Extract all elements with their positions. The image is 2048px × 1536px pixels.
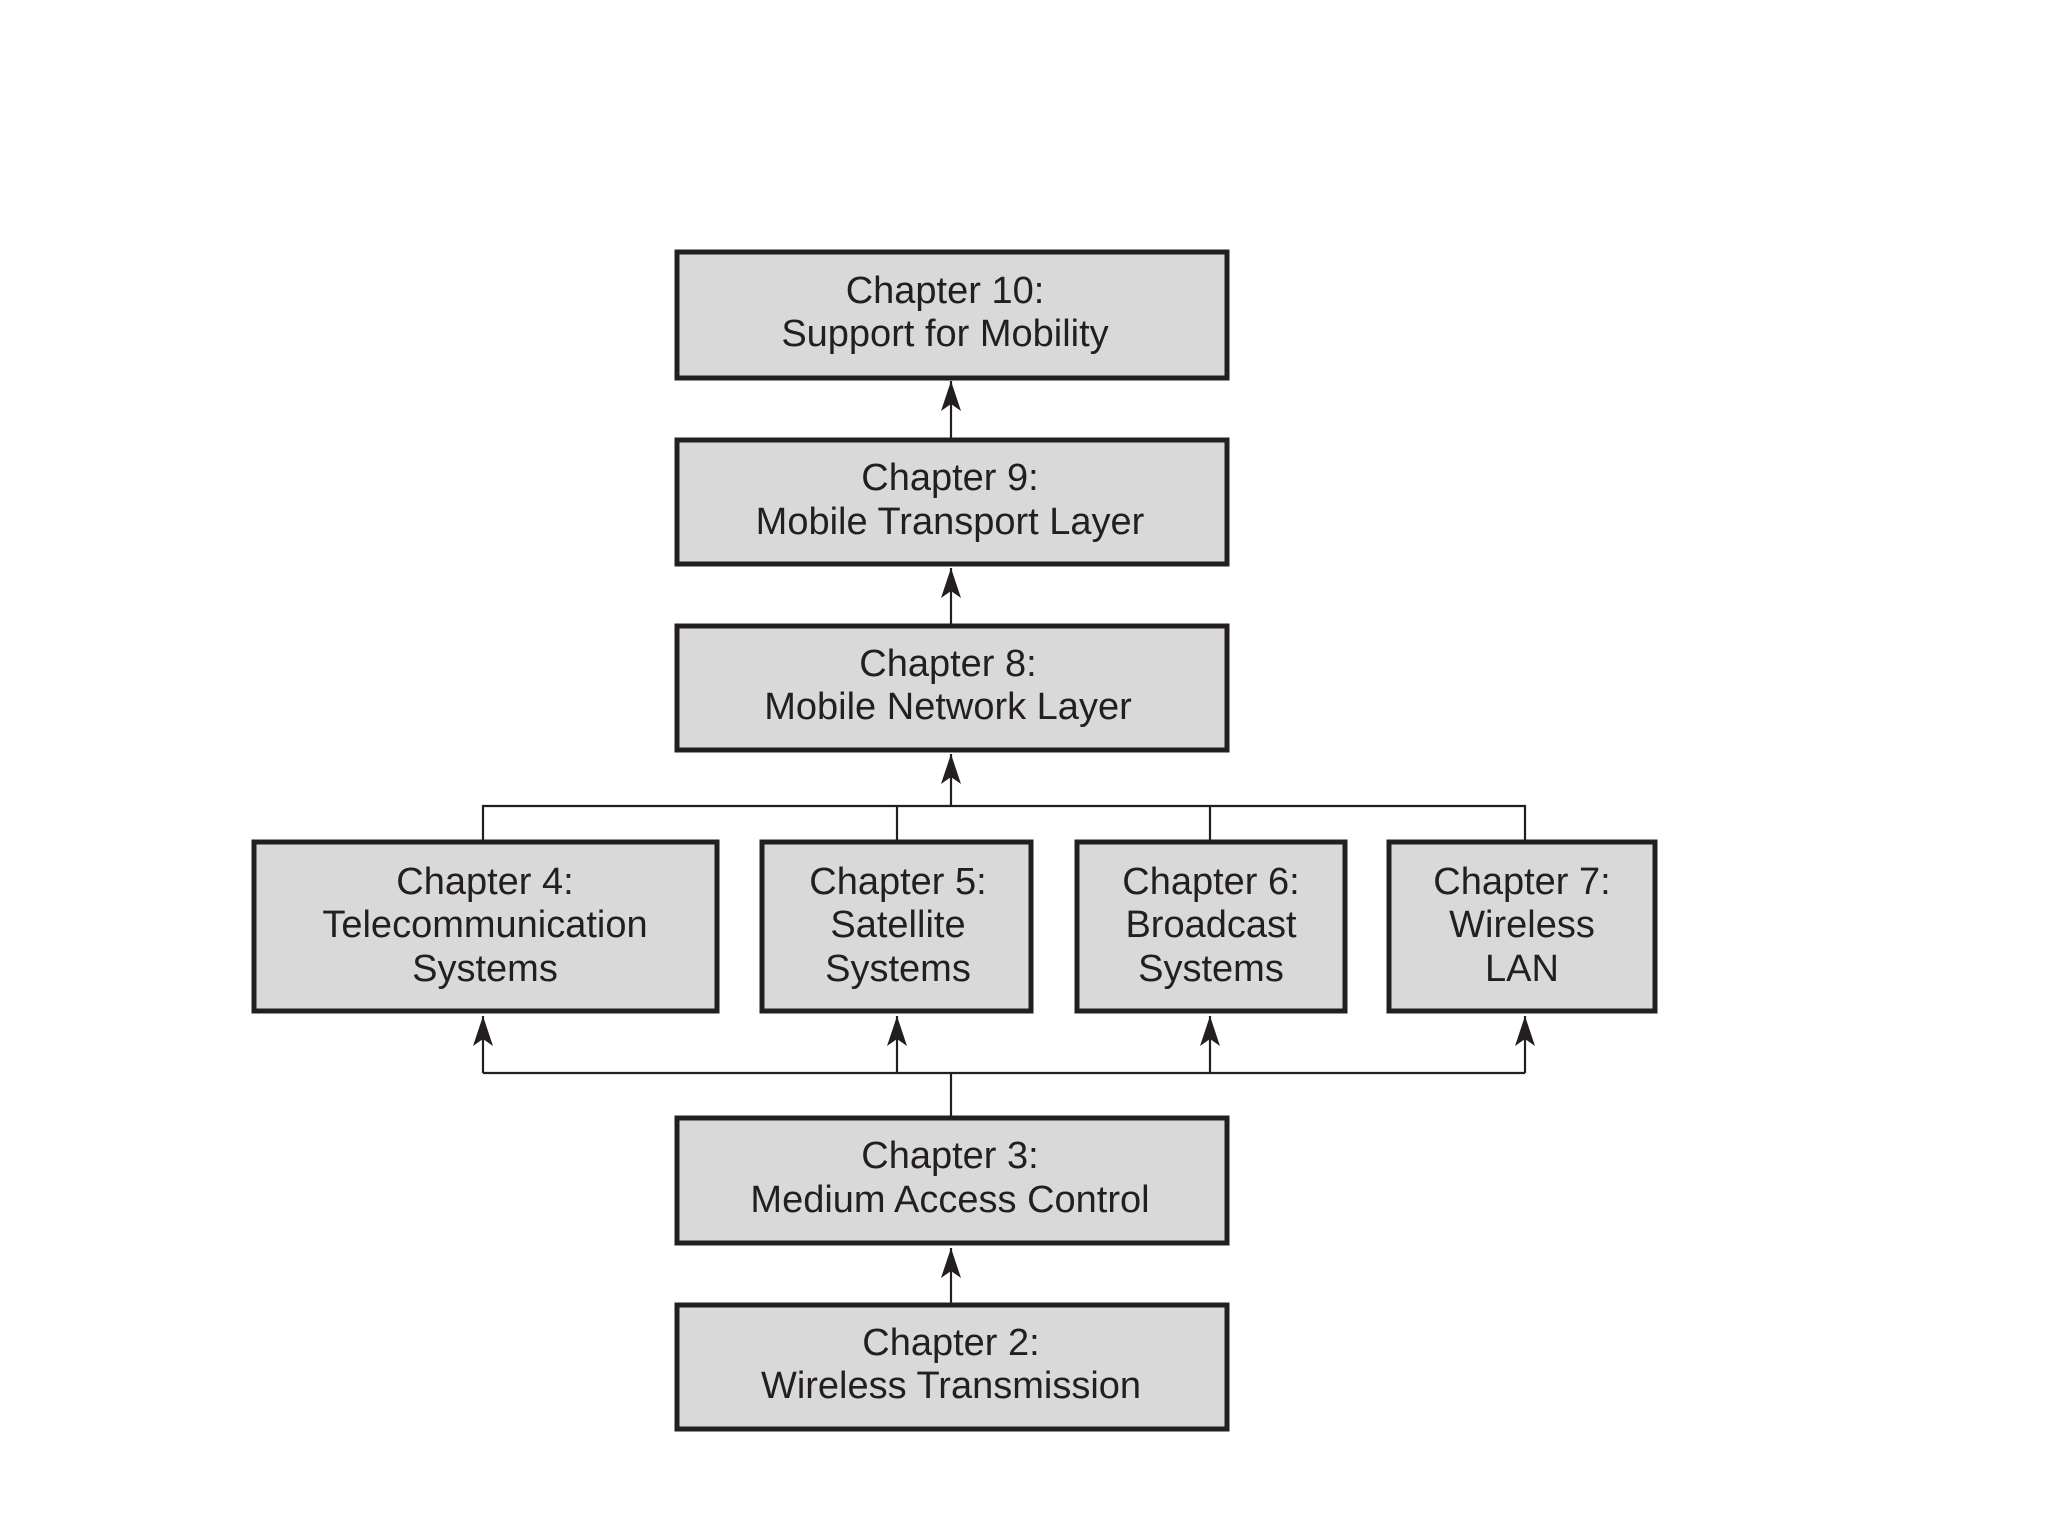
chapter-8-title: Chapter 8: [859, 643, 1036, 685]
arrowhead-ch7 [1515, 1016, 1535, 1046]
arrowhead-ch10 [941, 381, 961, 411]
chapter-10-title: Chapter 10: [846, 270, 1045, 312]
chapter-7-subtitle-line1: Wireless [1449, 904, 1595, 946]
chapter-6-subtitle-line1: Broadcast [1125, 904, 1297, 946]
arrowhead-ch6 [1200, 1016, 1220, 1046]
chapter-10-subtitle: Support for Mobility [781, 313, 1108, 355]
chapter-3-subtitle: Medium Access Control [750, 1179, 1149, 1221]
arrowhead-ch4 [473, 1016, 493, 1046]
chapter-4-subtitle-line1: Telecommunication [322, 904, 647, 946]
chapter-3-box: Chapter 3: Medium Access Control [674, 1115, 1230, 1246]
chapter-7-subtitle-line2: LAN [1485, 948, 1559, 990]
chapter-5-subtitle-line2: Systems [825, 948, 971, 990]
arrowhead-ch5 [887, 1016, 907, 1046]
chapter-5-title: Chapter 5: [809, 861, 986, 903]
chapter-7-title: Chapter 7: [1433, 861, 1610, 903]
chapter-5-box: Chapter 5: Satellite Systems [759, 839, 1034, 1014]
arrowhead-ch3 [941, 1248, 961, 1278]
chapter-9-title: Chapter 9: [861, 457, 1038, 499]
chapter-8-box: Chapter 8: Mobile Network Layer [674, 623, 1230, 753]
chapter-4-subtitle-line2: Systems [412, 948, 558, 990]
chapter-2-box: Chapter 2: Wireless Transmission [674, 1302, 1230, 1432]
edge-merge-to-ch8 [481, 754, 1527, 840]
chapter-5-subtitle-line1: Satellite [830, 904, 965, 946]
chapter-6-subtitle-line2: Systems [1138, 948, 1284, 990]
arrowhead-ch8 [941, 754, 961, 784]
chapter-2-title: Chapter 2: [862, 1322, 1039, 1364]
chapter-10-box: Chapter 10: Support for Mobility [674, 249, 1230, 381]
chapter-3-title: Chapter 3: [861, 1135, 1038, 1177]
chapter-8-subtitle: Mobile Network Layer [764, 686, 1132, 728]
arrowhead-ch9 [941, 568, 961, 598]
chapter-4-box: Chapter 4: Telecommunication Systems [251, 839, 720, 1014]
chapter-6-box: Chapter 6: Broadcast Systems [1074, 839, 1348, 1014]
chapter-2-subtitle: Wireless Transmission [761, 1365, 1141, 1407]
chapter-7-box: Chapter 7: Wireless LAN [1386, 839, 1658, 1014]
chapter-9-box: Chapter 9: Mobile Transport Layer [674, 437, 1230, 567]
chapter-4-title: Chapter 4: [396, 861, 573, 903]
chapter-6-title: Chapter 6: [1122, 861, 1299, 903]
edge-ch3-split [481, 1016, 1527, 1118]
chapter-9-subtitle: Mobile Transport Layer [756, 501, 1145, 543]
